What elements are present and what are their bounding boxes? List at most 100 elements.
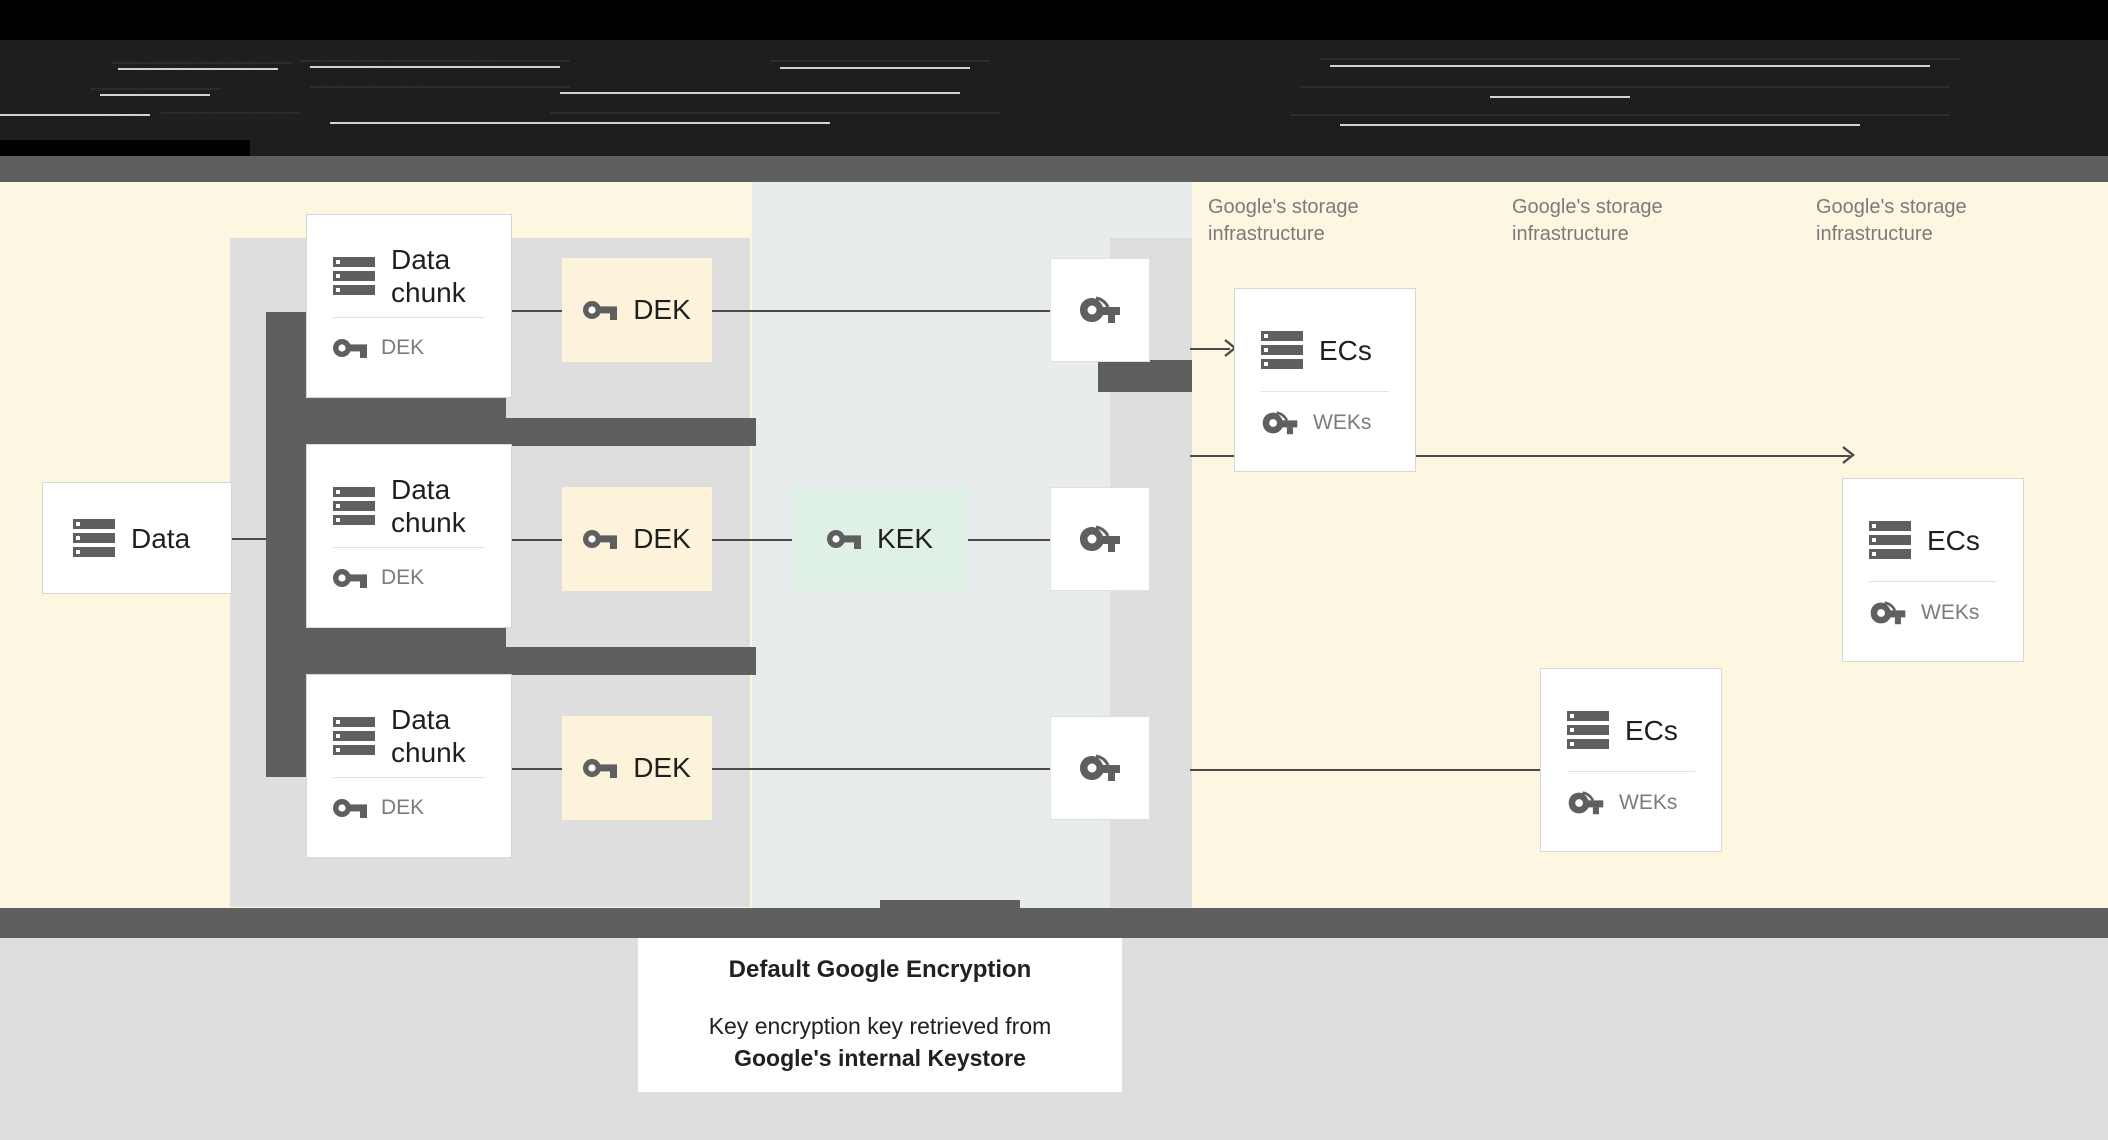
card-key-label: DEK — [381, 336, 425, 359]
card-divider — [1869, 581, 1997, 582]
wrapped-key-icon — [1080, 296, 1120, 323]
card-divider — [1567, 771, 1695, 772]
infra-label-3: Google's storage infrastructure — [1816, 196, 1967, 245]
redact-strike — [310, 66, 560, 68]
key-icon — [583, 301, 618, 320]
redact-strike — [1490, 96, 1630, 98]
key-icon — [333, 799, 367, 818]
card-header: ECs — [1843, 479, 2023, 575]
occlusion-bar-wek-1 — [1098, 360, 1192, 392]
redacted-text-line-3: in GCP automatically management service — [98, 105, 427, 124]
card-title: Data chunk — [391, 704, 466, 768]
redact-strike — [112, 62, 292, 64]
key-icon — [583, 759, 618, 778]
connector-wek-ec-3 — [1190, 769, 1560, 771]
card-key-label: DEK — [381, 796, 425, 819]
keynode-wek-2[interactable] — [1050, 487, 1150, 591]
caption-body: Key encryption key retrieved from Google… — [709, 1010, 1052, 1074]
key-icon — [333, 339, 367, 358]
occlusion-bar-row-1 — [266, 418, 756, 446]
redact-strike — [1340, 124, 1860, 126]
key-icon — [826, 530, 861, 549]
occlusion-bar-bottom — [880, 900, 1020, 910]
storage-icon — [1567, 709, 1609, 751]
card-data-source[interactable]: Data — [42, 482, 232, 594]
chip-label: KEK — [876, 523, 934, 554]
header-foot-spacer — [0, 140, 250, 156]
card-key-label: WEKs — [1619, 791, 1678, 814]
wrapped-key-icon — [1568, 791, 1604, 815]
card-header: Data chunk — [307, 445, 511, 541]
diagram-canvas: Data Data chunk DEK — [0, 182, 2108, 910]
card-title: Data chunk — [391, 244, 466, 308]
card-data-chunk-3[interactable]: Data chunk DEK — [306, 674, 512, 858]
card-data-chunk-2[interactable]: Data chunk DEK — [306, 444, 512, 628]
redact-strike — [118, 68, 278, 70]
card-title: ECs — [1319, 334, 1372, 366]
storage-icon — [333, 255, 375, 297]
caption-title: Default Google Encryption — [728, 956, 1032, 983]
chip-dek-2[interactable]: DEK — [562, 487, 712, 591]
card-divider — [333, 547, 485, 548]
storage-icon — [73, 517, 115, 559]
storage-icon — [333, 715, 375, 757]
storage-icon — [333, 485, 375, 527]
wrapped-key-icon — [1080, 754, 1120, 781]
redact-strike — [780, 67, 970, 69]
redact-strike — [0, 114, 150, 116]
card-ecs-3[interactable]: ECs WEKs — [1540, 668, 1722, 852]
connector-wek-ec-1 — [1190, 348, 1230, 350]
keynode-wek-1[interactable] — [1050, 258, 1150, 362]
key-icon — [333, 569, 367, 588]
storage-icon — [1261, 329, 1303, 371]
redact-strike — [550, 112, 1000, 114]
card-header: ECs — [1541, 669, 1721, 765]
card-key-label: WEKs — [1313, 411, 1372, 434]
redact-strike — [160, 112, 300, 114]
redact-strike — [1290, 114, 1950, 116]
chip-label: DEK — [633, 752, 691, 783]
wrapped-key-icon — [1870, 601, 1906, 625]
card-header: Data chunk — [307, 675, 511, 771]
card-data-chunk-1[interactable]: Data chunk DEK — [306, 214, 512, 398]
card-header: Data chunk — [307, 215, 511, 311]
redact-strike — [1300, 86, 1950, 88]
redact-strike — [1320, 58, 1960, 60]
redact-strike — [90, 88, 220, 90]
chip-dek-1[interactable]: DEK — [562, 258, 712, 362]
connector-chunk-dek-1 — [512, 310, 562, 312]
caption-line-1: Key encryption key retrieved from — [708, 1013, 1052, 1039]
card-title: ECs — [1927, 524, 1980, 556]
card-key-row: WEKs — [1843, 582, 2023, 626]
card-key-row: DEK — [307, 778, 511, 820]
connector-wek-ec-2 — [1190, 455, 1850, 457]
storage-icon — [1869, 519, 1911, 561]
caption-box: Default Google Encryption Key encryption… — [638, 938, 1122, 1092]
connector-dek-wek-1 — [712, 310, 1050, 312]
card-key-row: WEKs — [1235, 392, 1415, 436]
connector-chunk-dek-2 — [512, 539, 562, 541]
chip-dek-3[interactable]: DEK — [562, 716, 712, 820]
bottom-separator-band — [0, 908, 2108, 938]
chip-label: DEK — [633, 294, 691, 325]
keynode-wek-3[interactable] — [1050, 716, 1150, 820]
redact-strike — [310, 86, 570, 88]
card-ecs-2[interactable]: ECs WEKs — [1842, 478, 2024, 662]
redact-strike — [1330, 65, 1930, 67]
card-title: Data — [131, 522, 191, 554]
key-icon — [583, 530, 618, 549]
redacted-text-line-2: stored infrastructure by Google's intern… — [96, 79, 442, 98]
occlusion-bar-row-2 — [266, 647, 756, 675]
top-separator-band — [0, 156, 2108, 182]
chip-kek[interactable]: KEK — [792, 487, 968, 591]
wrapped-key-icon — [1080, 525, 1120, 552]
card-key-row: DEK — [307, 318, 511, 360]
card-header: ECs — [1235, 289, 1415, 385]
card-key-label: WEKs — [1921, 601, 1980, 624]
card-title: Data chunk — [391, 474, 466, 538]
card-key-label: DEK — [381, 566, 425, 589]
chip-label: DEK — [633, 523, 691, 554]
redact-strike — [100, 94, 210, 96]
card-ecs-1[interactable]: ECs WEKs — [1234, 288, 1416, 472]
caption-line-2: Google's internal Keystore — [734, 1045, 1026, 1071]
